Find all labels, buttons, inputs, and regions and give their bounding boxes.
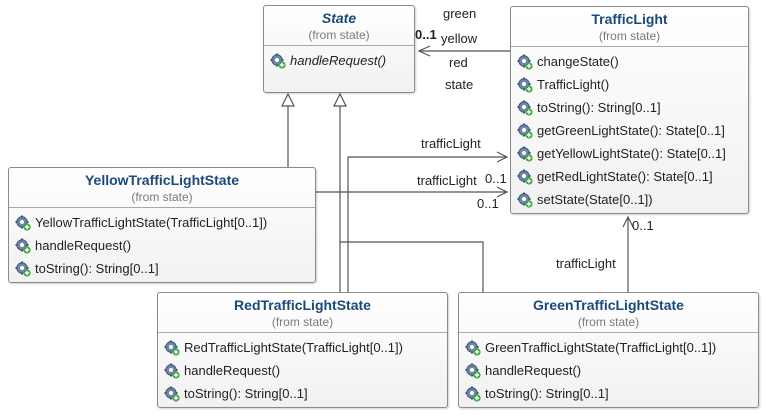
class-package: (from state): [598, 29, 661, 43]
operation-row[interactable]: handleRequest(): [15, 234, 315, 257]
class-package: (from state): [131, 190, 193, 204]
class-green-traffic-light-state[interactable]: GreenTrafficLightState (from state) Gree…: [458, 292, 759, 408]
class-name: RedTrafficLightState: [234, 297, 371, 313]
role-label-red: red: [449, 55, 468, 70]
gear-icon: [517, 77, 533, 93]
operation-row[interactable]: getGreenLightState(): State[0..1]: [517, 119, 748, 142]
gear-icon: [465, 363, 481, 379]
operation-row[interactable]: changeState(): [517, 50, 748, 73]
operation-row[interactable]: handleRequest(): [465, 359, 758, 382]
gear-icon: [15, 261, 31, 277]
gear-icon: [270, 53, 286, 69]
operation-list: RedTrafficLightState(TrafficLight[0..1])…: [158, 333, 447, 405]
gear-icon: [517, 123, 533, 139]
multiplicity-trafficlight-green: 0..1: [632, 218, 654, 233]
class-name: State: [321, 10, 357, 26]
generalization-head-red: [333, 92, 347, 107]
class-name: GreenTrafficLightState: [533, 297, 684, 313]
operation-row[interactable]: toString(): String[0..1]: [465, 382, 758, 405]
class-yellow-traffic-light-state[interactable]: YellowTrafficLightState (from state) Yel…: [8, 167, 316, 283]
gear-icon: [465, 386, 481, 402]
class-name: TrafficLight: [591, 11, 668, 27]
operation-row[interactable]: TrafficLight(): [517, 73, 748, 96]
operation-row[interactable]: getYellowLightState(): State[0..1]: [517, 142, 748, 165]
gear-icon: [15, 215, 31, 231]
operation-list: changeState() TrafficLight() toString():…: [511, 47, 748, 211]
gear-icon: [15, 238, 31, 254]
multiplicity-trafficlight-yellow: 0..1: [477, 196, 499, 211]
operation-row[interactable]: GreenTrafficLightState(TrafficLight[0..1…: [465, 336, 758, 359]
operation-row[interactable]: YellowTrafficLightState(TrafficLight[0..…: [15, 211, 315, 234]
operation-row[interactable]: getRedLightState(): State[0..1]: [517, 165, 748, 188]
operation-row[interactable]: RedTrafficLightState(TrafficLight[0..1]): [164, 336, 447, 359]
role-label-state: state: [445, 77, 474, 92]
operation-row[interactable]: toString(): String[0..1]: [164, 382, 447, 405]
operation-list: YellowTrafficLightState(TrafficLight[0..…: [9, 208, 315, 280]
gear-icon: [164, 386, 180, 402]
operation-list: GreenTrafficLightState(TrafficLight[0..1…: [459, 333, 758, 405]
operation-list: handleRequest(): [264, 46, 414, 72]
generalization-green: [340, 241, 484, 292]
class-header: State (from state): [264, 6, 414, 46]
role-label-trafficlight-red: trafficLight: [421, 136, 481, 151]
class-header: TrafficLight (from state): [511, 7, 748, 47]
gear-icon: [517, 146, 533, 162]
gear-icon: [517, 100, 533, 116]
gear-icon: [164, 340, 180, 356]
gear-icon: [517, 192, 533, 208]
role-label-trafficlight-green: trafficLight: [556, 256, 616, 271]
class-package: (from state): [308, 28, 370, 42]
arrowhead-tl-yellow: [496, 186, 509, 198]
association-red-trafficlight: [347, 156, 506, 292]
class-package: (from state): [577, 315, 640, 329]
multiplicity-trafficlight-red: 0..1: [485, 171, 507, 186]
gear-icon: [517, 54, 533, 70]
class-state[interactable]: State (from state) handleRequest(): [263, 5, 415, 93]
role-label-yellow: yellow: [441, 31, 478, 46]
class-header: RedTrafficLightState (from state): [158, 293, 447, 333]
class-trafficlight[interactable]: TrafficLight (from state) changeState() …: [510, 6, 749, 214]
operation-row[interactable]: toString(): String[0..1]: [15, 257, 315, 280]
class-package: (from state): [271, 315, 334, 329]
class-name: YellowTrafficLightState: [84, 172, 240, 188]
arrowhead-state: [417, 45, 431, 57]
arrowhead-tl-red: [496, 151, 509, 163]
gear-icon: [517, 169, 533, 185]
operation-row[interactable]: toString(): String[0..1]: [517, 96, 748, 119]
generalization-head-yellow: [281, 92, 295, 107]
gear-icon: [465, 340, 481, 356]
class-red-traffic-light-state[interactable]: RedTrafficLightState (from state) RedTra…: [157, 292, 448, 408]
operation-row[interactable]: handleRequest(): [270, 49, 414, 72]
arrowhead-tl-green: [622, 215, 634, 228]
multiplicity-state: 0..1: [415, 27, 437, 42]
gear-icon: [164, 363, 180, 379]
role-label-trafficlight-yellow: trafficLight: [417, 173, 477, 188]
class-header: YellowTrafficLightState (from state): [9, 168, 315, 208]
operation-row[interactable]: setState(State[0..1]): [517, 188, 748, 211]
operation-row[interactable]: handleRequest(): [164, 359, 447, 382]
class-header: GreenTrafficLightState (from state): [459, 293, 758, 333]
role-label-green: green: [443, 6, 477, 21]
